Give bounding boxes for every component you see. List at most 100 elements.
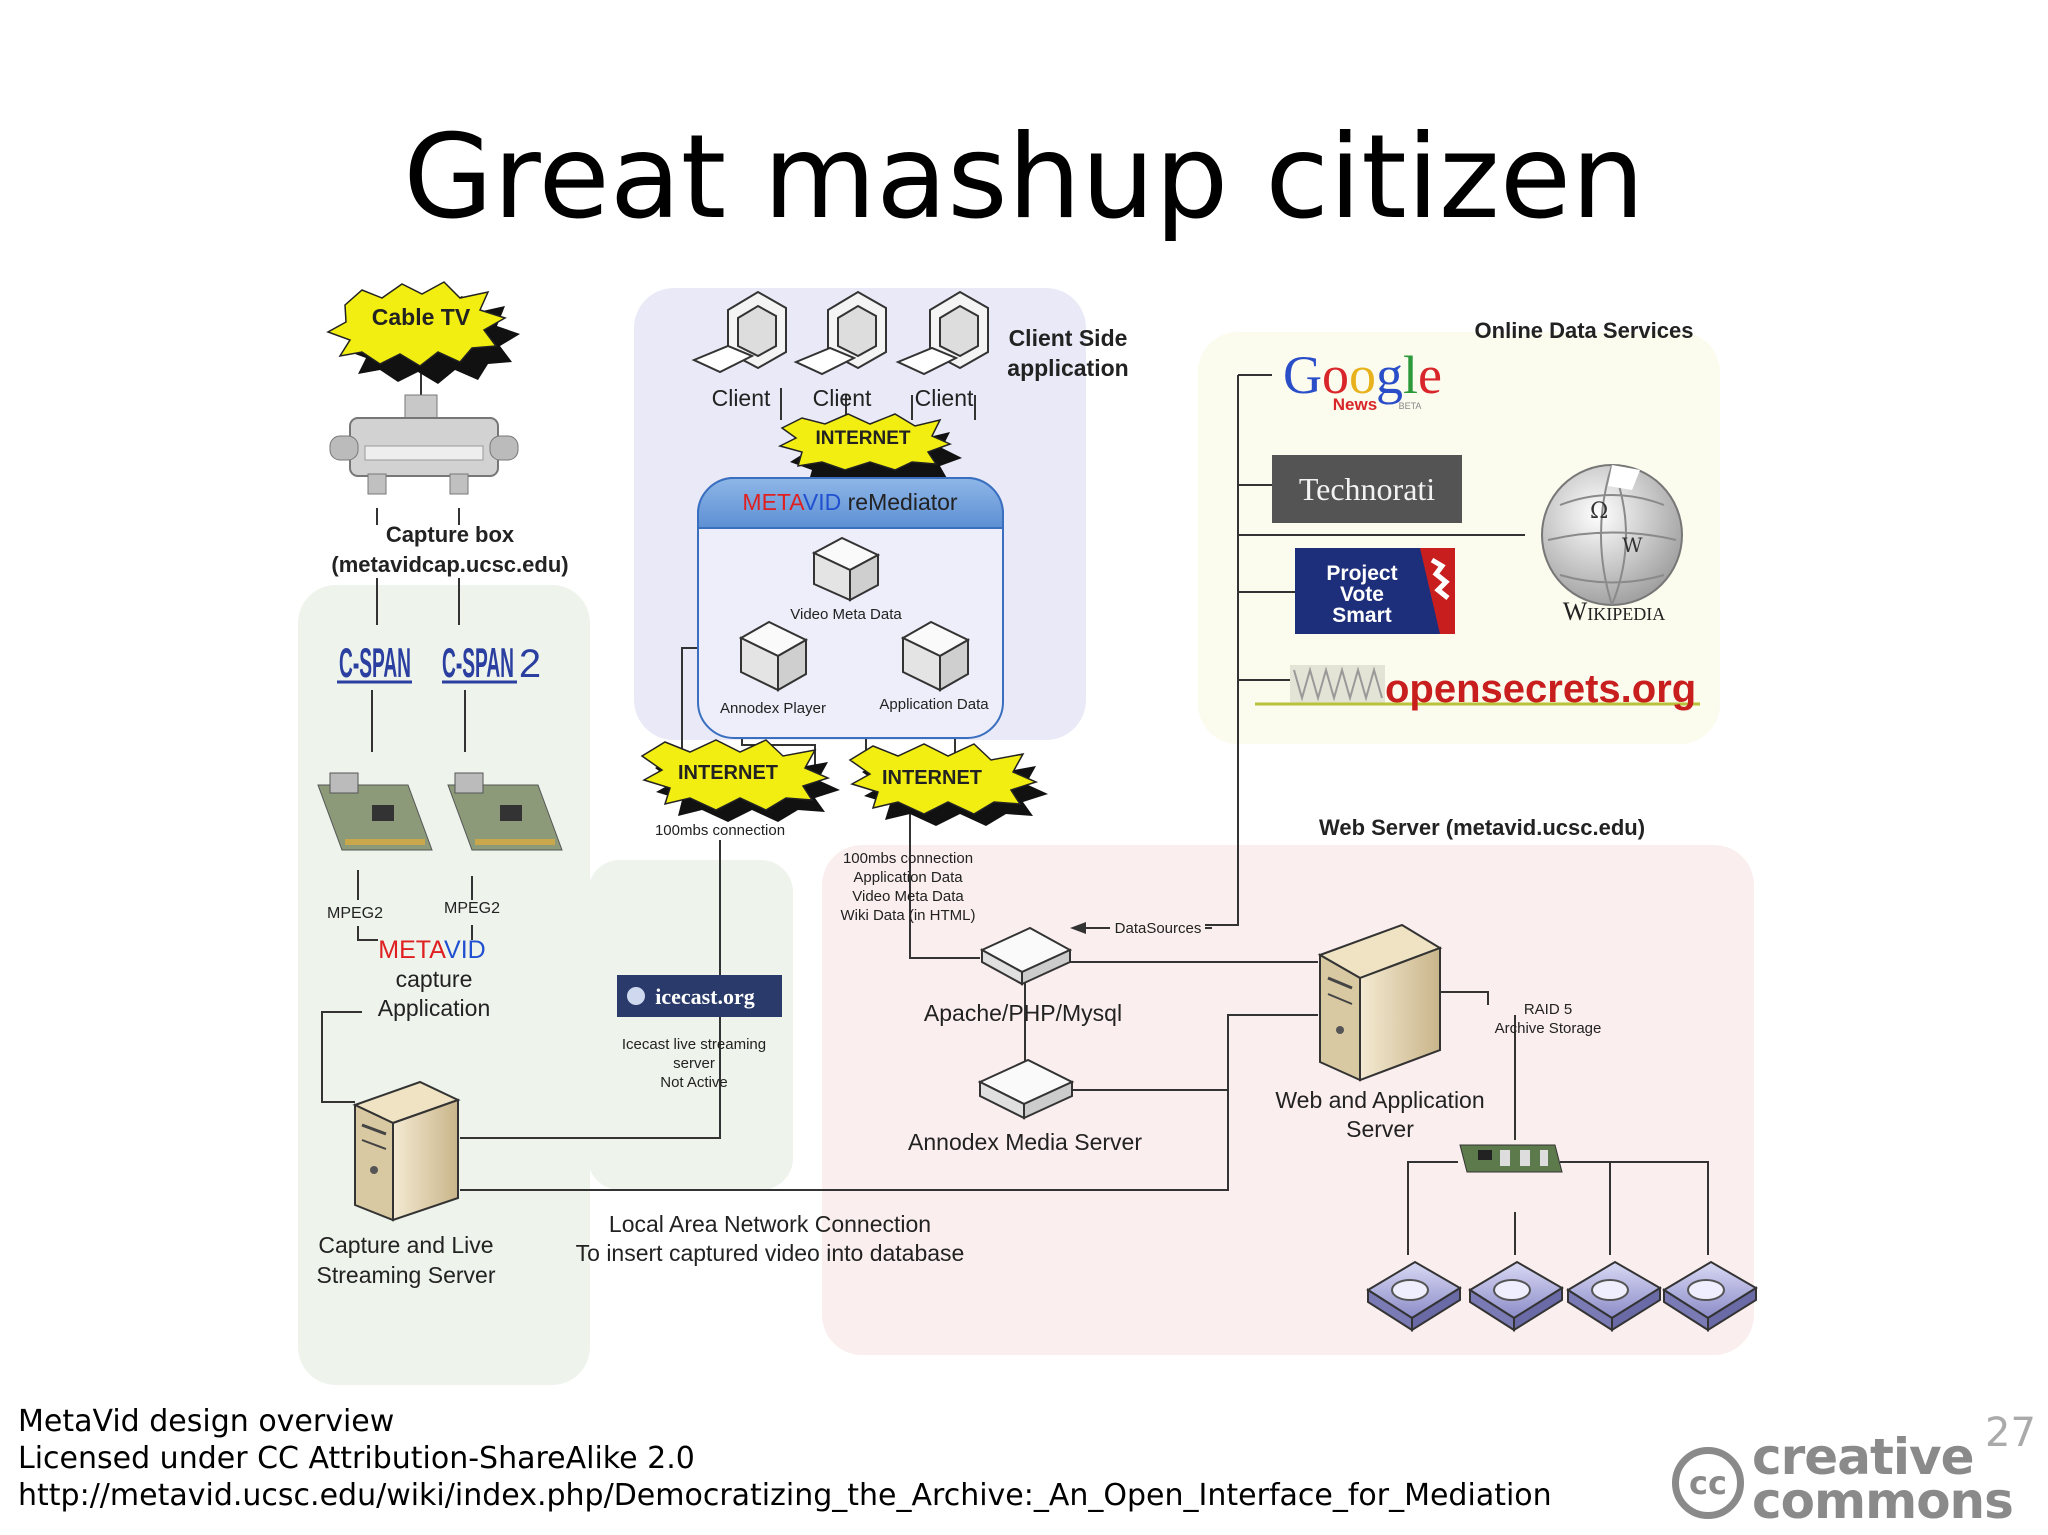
video-meta-data-label: Video Meta Data: [790, 606, 902, 623]
cable-tv-burst: [326, 281, 507, 367]
capture-server-icon: [352, 1080, 461, 1222]
connection-right-label-2: Application Data: [853, 869, 963, 886]
slide-footer: MetaVid design overview Licensed under C…: [18, 1403, 1552, 1514]
icecast-region: [588, 860, 793, 1190]
hard-disk-1-icon: [1366, 1260, 1462, 1332]
icecast-label-2: server: [673, 1055, 715, 1072]
client-label-1: Client: [712, 385, 771, 411]
wikipedia-globe-icon: Ω W: [1541, 464, 1683, 606]
capture-box-host: (metavidcap.ucsc.edu): [331, 552, 568, 577]
datasources-label: DataSources: [1115, 920, 1202, 937]
footer-link[interactable]: http://metavid.ucsc.edu/wiki/index.php/D…: [18, 1478, 1552, 1513]
raid-label-1: RAID 5: [1524, 1001, 1572, 1018]
raid-card-icon: [1459, 1144, 1563, 1173]
cable-tv-label: Cable TV: [372, 304, 471, 330]
video-meta-server-icon: [811, 536, 881, 602]
footer-line-2: Licensed under CC Attribution-ShareAlike…: [18, 1441, 695, 1476]
internet-right-burst: [848, 743, 1039, 815]
remediator-title: METAVID reMediator: [742, 489, 957, 515]
mpeg2-left-label: MPEG2: [327, 905, 383, 922]
remediator-server-boxes: [738, 536, 971, 692]
apache-label: Apache/PHP/Mysql: [924, 1000, 1122, 1026]
capture-card-right-icon: [447, 772, 563, 851]
hard-disk-3-icon: [1566, 1260, 1662, 1332]
online-services-region: [1198, 332, 1720, 744]
metavid-architecture-diagram: Cable TV Capture box (metavidcap.ucsc.ed…: [298, 281, 1758, 1385]
opensecrets-logo: opensecrets.org: [1255, 665, 1700, 711]
hard-disk-2-icon: [1468, 1260, 1564, 1332]
internet-top-burst: [777, 413, 953, 471]
footer-line-1: MetaVid design overview: [18, 1404, 395, 1439]
wikipedia-label: Wikipedia: [1563, 597, 1666, 626]
svg-text:Google: Google: [1283, 345, 1442, 405]
svg-text:BETA: BETA: [1399, 401, 1422, 411]
svg-text:Project: Project: [1326, 562, 1397, 585]
cc-wordmark-line-1: creative: [1752, 1428, 1974, 1486]
icecast-label-1: Icecast live streaming: [622, 1036, 766, 1053]
client-computer-icons: [691, 290, 989, 376]
hard-disk-icons: [1366, 1260, 1758, 1332]
internet-top-label: INTERNET: [816, 428, 911, 449]
internet-left-label: INTERNET: [678, 762, 778, 784]
cc-wordmark: creative commons: [1752, 1428, 2014, 1526]
web-app-server-label-2: Server: [1346, 1116, 1414, 1142]
client-label-2: Client: [813, 385, 872, 411]
capture-server-label-2: Streaming Server: [317, 1262, 496, 1288]
web-app-server-label: Web and Application: [1275, 1087, 1484, 1113]
slide-title: Great mashup citizen: [403, 110, 1645, 245]
metavid-capture-logo: METAVID: [378, 936, 485, 964]
lan-label-2: To insert captured video into database: [576, 1240, 965, 1266]
client-side-label-2: application: [1007, 355, 1128, 381]
client-label-3: Client: [915, 385, 974, 411]
capture-box-label: Capture box: [386, 522, 515, 547]
cspan2-number: 2: [519, 642, 541, 686]
page-number: 27: [1985, 1410, 2036, 1456]
svg-text:Vote: Vote: [1340, 583, 1384, 606]
lan-label-1: Local Area Network Connection: [609, 1211, 931, 1237]
icecast-label-3: Not Active: [660, 1074, 728, 1091]
internet-left-burst: [640, 739, 831, 811]
svg-text:opensecrets.org: opensecrets.org: [1385, 667, 1696, 711]
application-data-server-icon: [900, 620, 971, 692]
annodex-player-server-icon: [738, 620, 809, 692]
connection-right-label-3: Video Meta Data: [852, 888, 964, 905]
connection-left-label: 100mbs connection: [655, 822, 785, 839]
cspan2-logo: C-SPAN: [442, 639, 514, 686]
connection-right-label-1: 100mbs connection: [843, 850, 973, 867]
svg-text:W: W: [1622, 533, 1643, 557]
technorati-logo-box: [1272, 455, 1462, 523]
apache-server-icon: [979, 926, 1073, 986]
svg-text:Ω: Ω: [1590, 499, 1608, 524]
icecast-logo: icecast.org: [655, 984, 755, 1009]
cc-icon: cc: [1672, 1447, 1744, 1519]
client-computer-2-icon: [793, 290, 887, 376]
web-app-server-icon: [1317, 923, 1443, 1082]
svg-text:Smart: Smart: [1332, 604, 1392, 627]
capture-server-label: Capture and Live: [318, 1232, 493, 1258]
capture-card-left-icon: [317, 772, 433, 851]
raid-label-2: Archive Storage: [1495, 1020, 1602, 1037]
creative-commons-logo: cc creative commons: [1672, 1428, 2014, 1530]
datasources-arrow-icon: [1070, 922, 1086, 934]
web-server-title: Web Server (metavid.ucsc.edu): [1319, 815, 1645, 840]
client-side-label: Client Side: [1009, 325, 1128, 351]
technorati-logo: Technorati: [1299, 471, 1435, 507]
connection-right-label-4: Wiki Data (in HTML): [840, 907, 975, 924]
client-computer-1-icon: [691, 290, 787, 374]
icecast-logo-icon: [627, 987, 645, 1005]
online-services-title: Online Data Services: [1475, 318, 1694, 343]
google-news-logo: Google News BETA: [1283, 345, 1442, 414]
remediator-header: [697, 477, 1004, 529]
internet-right-label: INTERNET: [882, 767, 982, 789]
cspan-logo: C-SPAN: [339, 639, 411, 686]
annodex-media-label: Annodex Media Server: [908, 1129, 1142, 1155]
capture-app-label: capture: [396, 966, 473, 992]
application-data-label: Application Data: [879, 696, 989, 713]
splitter-icon: [329, 394, 519, 495]
hard-disk-4-icon: [1662, 1260, 1758, 1332]
annodex-media-server-icon: [977, 1058, 1075, 1120]
client-computer-3-icon: [895, 290, 989, 376]
project-vote-smart-logo: Project Vote Smart: [1295, 548, 1455, 634]
capture-app-label-2: Application: [378, 995, 491, 1021]
mpeg2-right-label: MPEG2: [444, 900, 500, 917]
